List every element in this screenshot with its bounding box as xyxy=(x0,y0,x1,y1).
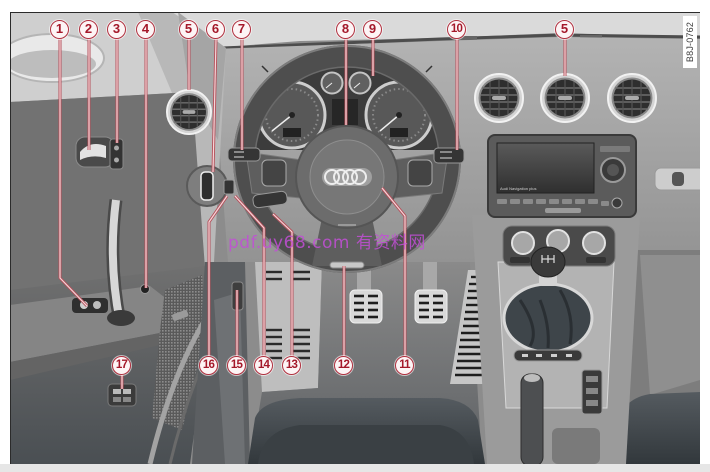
callout-17: 17 xyxy=(112,356,131,375)
callout-14: 14 xyxy=(254,356,273,375)
nav-buttons-row xyxy=(497,199,609,206)
gear-pattern xyxy=(541,255,555,263)
page-bottom-strip xyxy=(0,464,710,472)
turn-signal-stalk xyxy=(227,147,261,162)
mirror-adjust-switch xyxy=(109,138,124,170)
callout-4: 4 xyxy=(136,20,155,39)
under-column-vent-slots xyxy=(266,270,310,360)
callout-6: 6 xyxy=(206,20,225,39)
glovebox-latch xyxy=(672,172,684,186)
cupholder xyxy=(552,428,600,464)
callout-12: 12 xyxy=(334,356,353,375)
multifunction-buttons-right xyxy=(407,159,433,187)
handbrake-lever xyxy=(520,373,544,464)
figure-code-text: B8J-0762 xyxy=(685,21,695,63)
air-vent-left xyxy=(165,88,213,136)
column-adjust-lever xyxy=(329,261,365,269)
passenger-seat xyxy=(612,392,700,464)
passenger-footwell-shade xyxy=(640,255,700,395)
callout-3: 3 xyxy=(107,20,126,39)
callout-5-center-vents: 5 xyxy=(555,20,574,39)
nav-screen xyxy=(496,142,595,194)
callout-11: 11 xyxy=(395,356,414,375)
steering-spoke-bottom xyxy=(312,218,382,266)
under-column-panel xyxy=(255,262,322,392)
air-vent-center xyxy=(540,73,590,123)
watermark-text: pdf.uy68.com 有资料网 xyxy=(228,233,426,253)
pull-handle-base xyxy=(107,310,135,326)
leader-lines xyxy=(58,38,567,389)
wiper-stalk xyxy=(433,147,465,164)
temperature-knob-right xyxy=(582,231,606,255)
defrost-vent xyxy=(455,36,477,40)
nav-display-label: Audi Navigation plus xyxy=(500,186,536,191)
instrument-dimmer xyxy=(223,179,235,195)
callout-1: 1 xyxy=(50,20,69,39)
power-window-switches xyxy=(72,298,108,313)
callout-16: 16 xyxy=(199,356,218,375)
callout-13: 13 xyxy=(282,356,301,375)
nav-volume-knob xyxy=(611,197,623,209)
console-button-row xyxy=(513,349,583,362)
air-vent-center-right xyxy=(607,73,657,123)
multifunction-buttons-left xyxy=(261,159,287,187)
callout-10: 10 xyxy=(447,20,466,39)
callout-9: 9 xyxy=(363,20,382,39)
air-vent-center-left xyxy=(474,73,524,123)
nav-badge xyxy=(545,208,581,213)
light-switch-knob xyxy=(200,171,214,201)
side-mirror-glass xyxy=(10,50,96,78)
accelerator-pedal xyxy=(414,262,448,324)
callout-2: 2 xyxy=(79,20,98,39)
figure-code-label: B8J-0762 xyxy=(683,16,697,68)
armrest-underside xyxy=(10,332,165,380)
callout-15: 15 xyxy=(227,356,246,375)
temperature-knob-left xyxy=(511,231,535,255)
callout-8: 8 xyxy=(336,20,355,39)
callout-5-left-vent: 5 xyxy=(179,20,198,39)
nav-top-buttons xyxy=(600,146,630,152)
cruise-control-stalk xyxy=(252,190,288,209)
door-opener-handle xyxy=(80,144,106,160)
door-speaker-grille xyxy=(152,275,206,430)
fuel-gauge xyxy=(348,71,372,95)
callout-7: 7 xyxy=(232,20,251,39)
door-armrest xyxy=(10,286,168,362)
audi-rings-logo xyxy=(324,169,367,185)
dashboard-top-edge xyxy=(221,33,700,50)
coolant-gauge xyxy=(320,71,344,95)
defrost-vent xyxy=(580,35,602,39)
